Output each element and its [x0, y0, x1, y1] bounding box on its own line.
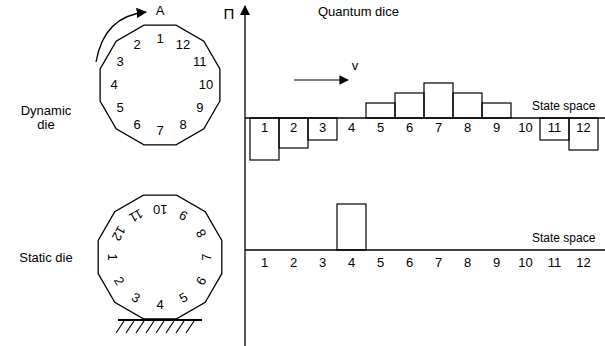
face-number: 11	[127, 206, 146, 225]
hatch-stroke	[156, 321, 164, 333]
state-number: 5	[377, 121, 384, 135]
probability-bar	[540, 118, 569, 140]
die-label: Dynamic die	[15, 104, 77, 133]
face-number: 4	[110, 78, 117, 92]
state-number: 6	[406, 256, 413, 270]
vertex-label: A	[156, 4, 165, 18]
hatch-stroke	[116, 321, 124, 333]
face-number: 3	[117, 55, 124, 69]
face-number: 8	[194, 226, 210, 239]
velocity-arrow	[294, 79, 348, 80]
face-number: 7	[201, 253, 215, 260]
axis-label: State space	[532, 100, 595, 113]
state-number: 5	[377, 256, 384, 270]
face-number: 10	[153, 202, 167, 216]
probability-bar	[337, 204, 366, 250]
face-number: 6	[133, 118, 140, 132]
state-number: 12	[576, 121, 590, 135]
face-number: 10	[199, 78, 213, 92]
ground-line	[118, 319, 202, 321]
hatch-stroke	[136, 321, 144, 333]
face-number: 5	[177, 291, 190, 307]
state-number: 9	[493, 256, 500, 270]
hatch-stroke	[166, 321, 174, 333]
state-number: 3	[319, 121, 326, 135]
probability-bar	[308, 118, 337, 140]
face-number: 1	[105, 253, 119, 260]
die-label: Static die	[15, 251, 77, 265]
face-number: 11	[193, 55, 207, 69]
state-number: 6	[406, 121, 413, 135]
hatch-stroke	[176, 321, 184, 333]
hatch-stroke	[146, 321, 154, 333]
face-number: 1	[156, 32, 163, 46]
state-number: 9	[493, 121, 500, 135]
state-number: 7	[435, 121, 442, 135]
y-axis	[244, 6, 245, 346]
state-number: 12	[576, 256, 590, 270]
face-number: 2	[110, 274, 126, 287]
face-number: 3	[129, 291, 142, 307]
probability-bar	[569, 118, 598, 150]
face-number: 9	[196, 101, 203, 115]
state-number: 8	[464, 256, 471, 270]
face-number: 12	[176, 38, 190, 52]
ground-hatching	[116, 321, 194, 333]
face-number: 2	[133, 38, 140, 52]
face-number: 7	[156, 124, 163, 138]
state-number: 10	[518, 256, 532, 270]
probability-bars	[250, 83, 598, 250]
state-number: 1	[261, 256, 268, 270]
state-number: 11	[548, 256, 562, 270]
probability-bar	[366, 103, 395, 118]
face-number: 9	[177, 207, 190, 223]
face-number: 8	[179, 118, 186, 132]
probability-bar	[482, 103, 511, 118]
state-number: 8	[464, 121, 471, 135]
axis-label: State space	[532, 232, 595, 245]
state-number: 10	[518, 121, 532, 135]
probability-bar	[424, 83, 453, 118]
probability-bar	[395, 93, 424, 118]
die-outlines	[98, 25, 222, 319]
hatch-stroke	[186, 321, 194, 333]
state-number: 4	[348, 121, 355, 135]
axis-label: Π	[224, 6, 235, 23]
probability-bar	[279, 118, 308, 148]
chart-title: Quantum dice	[318, 5, 399, 19]
face-number: 6	[194, 274, 210, 287]
state-number: 4	[348, 256, 355, 270]
state-number: 2	[290, 256, 297, 270]
state-number: 11	[548, 121, 562, 135]
hatch-stroke	[126, 321, 134, 333]
die-outline	[100, 25, 220, 145]
velocity-label: v	[352, 59, 359, 73]
probability-bar	[250, 118, 279, 160]
face-number: 12	[109, 223, 129, 243]
state-number: 2	[290, 121, 297, 135]
die-outline	[98, 195, 222, 319]
state-number: 7	[435, 256, 442, 270]
state-number: 3	[319, 256, 326, 270]
state-number: 1	[261, 121, 268, 135]
face-number: 5	[117, 101, 124, 115]
face-number: 4	[156, 298, 163, 312]
state-axis-bottom	[245, 249, 605, 250]
probability-bar	[453, 93, 482, 118]
